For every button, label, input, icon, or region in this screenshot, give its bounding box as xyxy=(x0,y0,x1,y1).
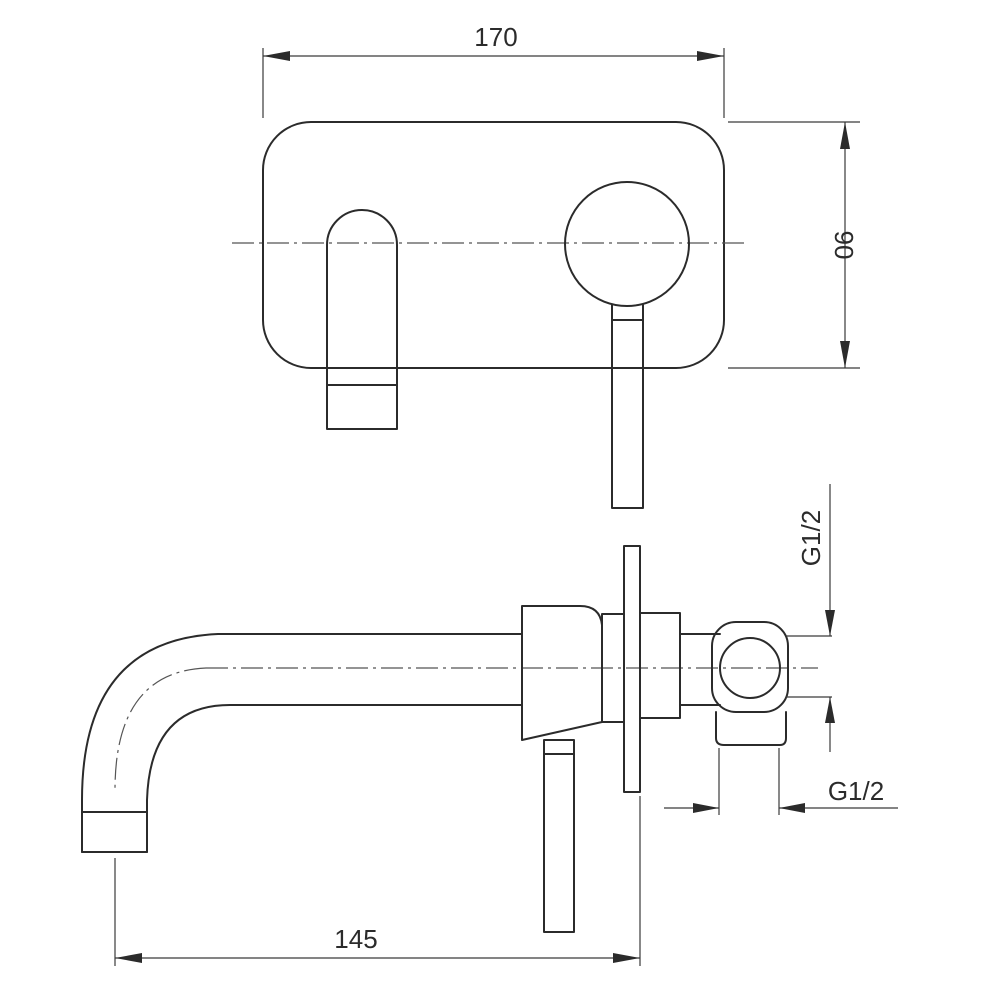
dim-label-inlet-top: G1/2 xyxy=(796,510,826,566)
dim-label-height: 90 xyxy=(829,231,859,260)
spout-pipe-outer xyxy=(81,633,523,853)
inlet-stub xyxy=(715,711,787,746)
spout-tip-front xyxy=(326,384,398,430)
dim-label-projection: 145 xyxy=(334,924,377,954)
dim-label-width: 170 xyxy=(474,22,517,52)
spout-pipe-inner xyxy=(146,704,523,853)
inlet-bore xyxy=(719,637,781,699)
valve-body xyxy=(521,605,603,741)
inlet-fitting xyxy=(711,621,789,713)
arrow-projection-right xyxy=(613,953,640,963)
arrow-bottom xyxy=(840,341,850,368)
dim-label-inlet-bottom: G1/2 xyxy=(828,776,884,806)
concealed-body xyxy=(639,612,681,719)
lever-handle-front xyxy=(611,304,644,509)
side-view: G1/2 G1/2 145 xyxy=(81,484,898,966)
arrow-right xyxy=(697,51,724,61)
arrow-projection-left xyxy=(115,953,142,963)
wall-plate-edge xyxy=(623,545,641,793)
center-line-curve xyxy=(114,667,207,791)
arrow-inlet-low xyxy=(825,697,835,723)
arrow-inlet-top xyxy=(825,610,835,636)
wall-plate xyxy=(262,121,725,369)
front-view: 170 90 xyxy=(232,22,860,509)
arrow-top xyxy=(840,122,850,149)
lever-handle-side xyxy=(543,739,575,933)
arrow-left xyxy=(263,51,290,61)
spout-front xyxy=(326,209,398,386)
mixer-knob xyxy=(564,181,690,307)
arrow-stub-right xyxy=(779,803,805,813)
arrow-stub-left xyxy=(693,803,719,813)
